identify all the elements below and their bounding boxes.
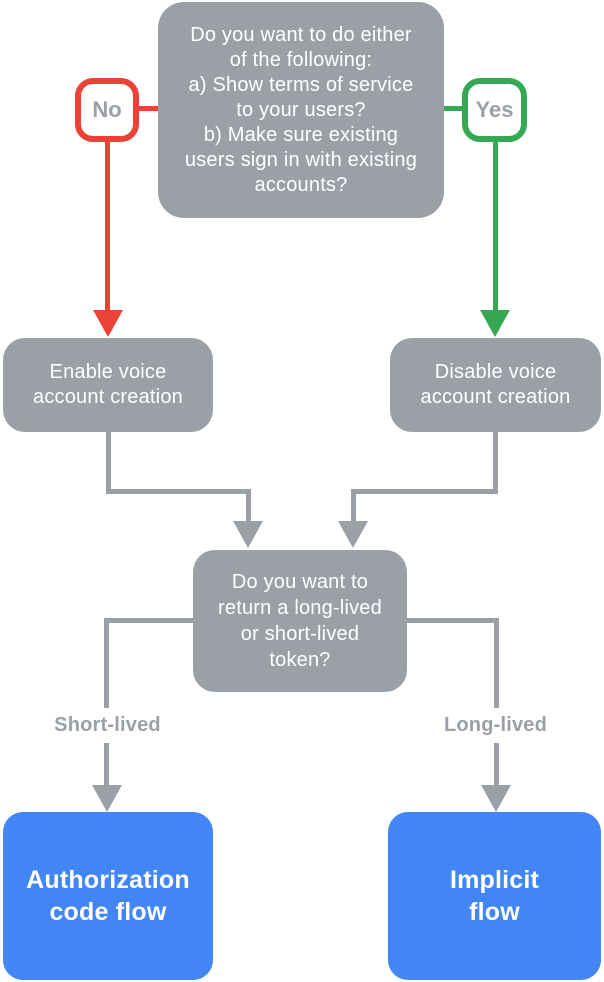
yes-badge: Yes — [462, 78, 527, 142]
enable-down-line — [106, 432, 111, 494]
short-lived-horizontal-line — [104, 618, 193, 623]
no-branch-vertical-line — [105, 142, 110, 311]
yes-badge-text: Yes — [475, 97, 514, 122]
disable-horizontal-line — [351, 489, 498, 494]
long-lived-label: Long-lived — [411, 708, 580, 743]
disable-voice-text: Disable voice account creation — [420, 361, 571, 408]
no-badge: No — [75, 78, 139, 142]
token-question-node: Do you want to return a long-lived or sh… — [193, 550, 407, 692]
yes-branch-vertical-line — [493, 142, 498, 311]
disable-voice-node: Disable voice account creation — [390, 338, 601, 432]
no-badge-text: No — [92, 97, 122, 122]
disable-arrowhead-icon — [338, 521, 368, 548]
disable-down-line — [493, 432, 498, 494]
enable-drop-line — [246, 489, 251, 521]
no-branch-arrowhead-icon — [93, 310, 123, 337]
long-lived-horizontal-line — [407, 618, 498, 623]
long-lived-label-text: Long-lived — [443, 714, 548, 736]
enable-horizontal-line — [106, 489, 251, 494]
token-question-text: Do you want to return a long-lived or sh… — [218, 571, 382, 671]
long-lived-arrowhead-icon — [481, 785, 511, 812]
short-lived-label-text: Short-lived — [54, 714, 161, 736]
authorization-code-flow-text: Authorization code flow — [26, 866, 190, 926]
implicit-flow-text: Implicit flow — [449, 866, 540, 926]
long-lived-vertical-line — [494, 618, 499, 785]
enable-arrowhead-icon — [233, 521, 263, 548]
enable-voice-text: Enable voice account creation — [33, 361, 183, 408]
yes-branch-arrowhead-icon — [480, 310, 510, 337]
no-branch-horizontal-line — [139, 106, 158, 111]
enable-voice-node: Enable voice account creation — [3, 338, 213, 432]
short-lived-label: Short-lived — [23, 708, 192, 743]
disable-drop-line — [351, 489, 356, 521]
authorization-code-flow-node: Authorization code flow — [3, 812, 213, 980]
yes-branch-horizontal-line — [444, 106, 462, 111]
short-lived-arrowhead-icon — [92, 785, 122, 812]
implicit-flow-node: Implicit flow — [388, 812, 601, 980]
short-lived-vertical-line — [104, 618, 109, 785]
top-question-text: Do you want to do either of the followin… — [184, 23, 418, 196]
top-question-node: Do you want to do either of the followin… — [158, 2, 444, 218]
